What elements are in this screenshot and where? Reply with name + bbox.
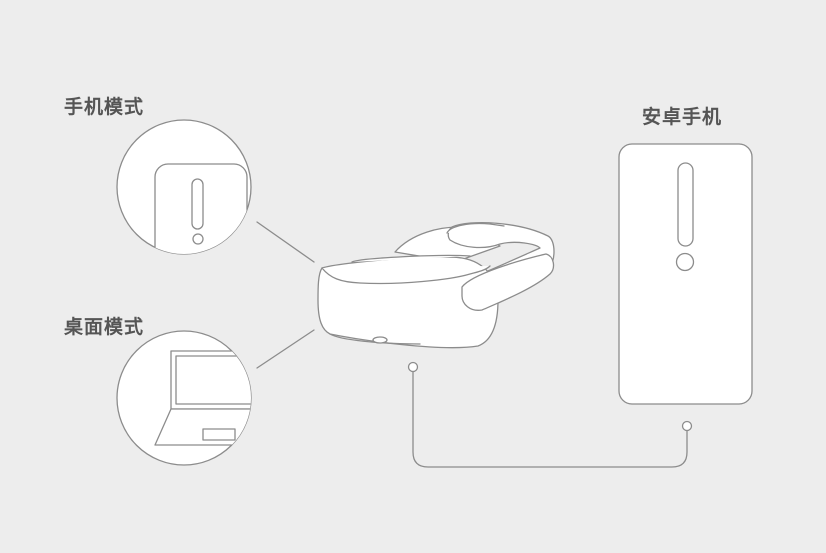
phone-mode-icon bbox=[116, 119, 252, 255]
laptop-icon bbox=[116, 330, 252, 466]
android-phone-icon bbox=[618, 143, 753, 405]
android-phone-label: 安卓手机 bbox=[642, 106, 723, 128]
phone-mode-label: 手机模式 bbox=[64, 96, 145, 118]
connector-line-phone-mode bbox=[256, 221, 315, 263]
desktop-mode-label: 桌面模式 bbox=[64, 316, 145, 338]
cable-icon bbox=[407, 361, 693, 468]
vr-headset-icon bbox=[317, 221, 555, 349]
connector-line-desktop-mode bbox=[256, 329, 315, 369]
